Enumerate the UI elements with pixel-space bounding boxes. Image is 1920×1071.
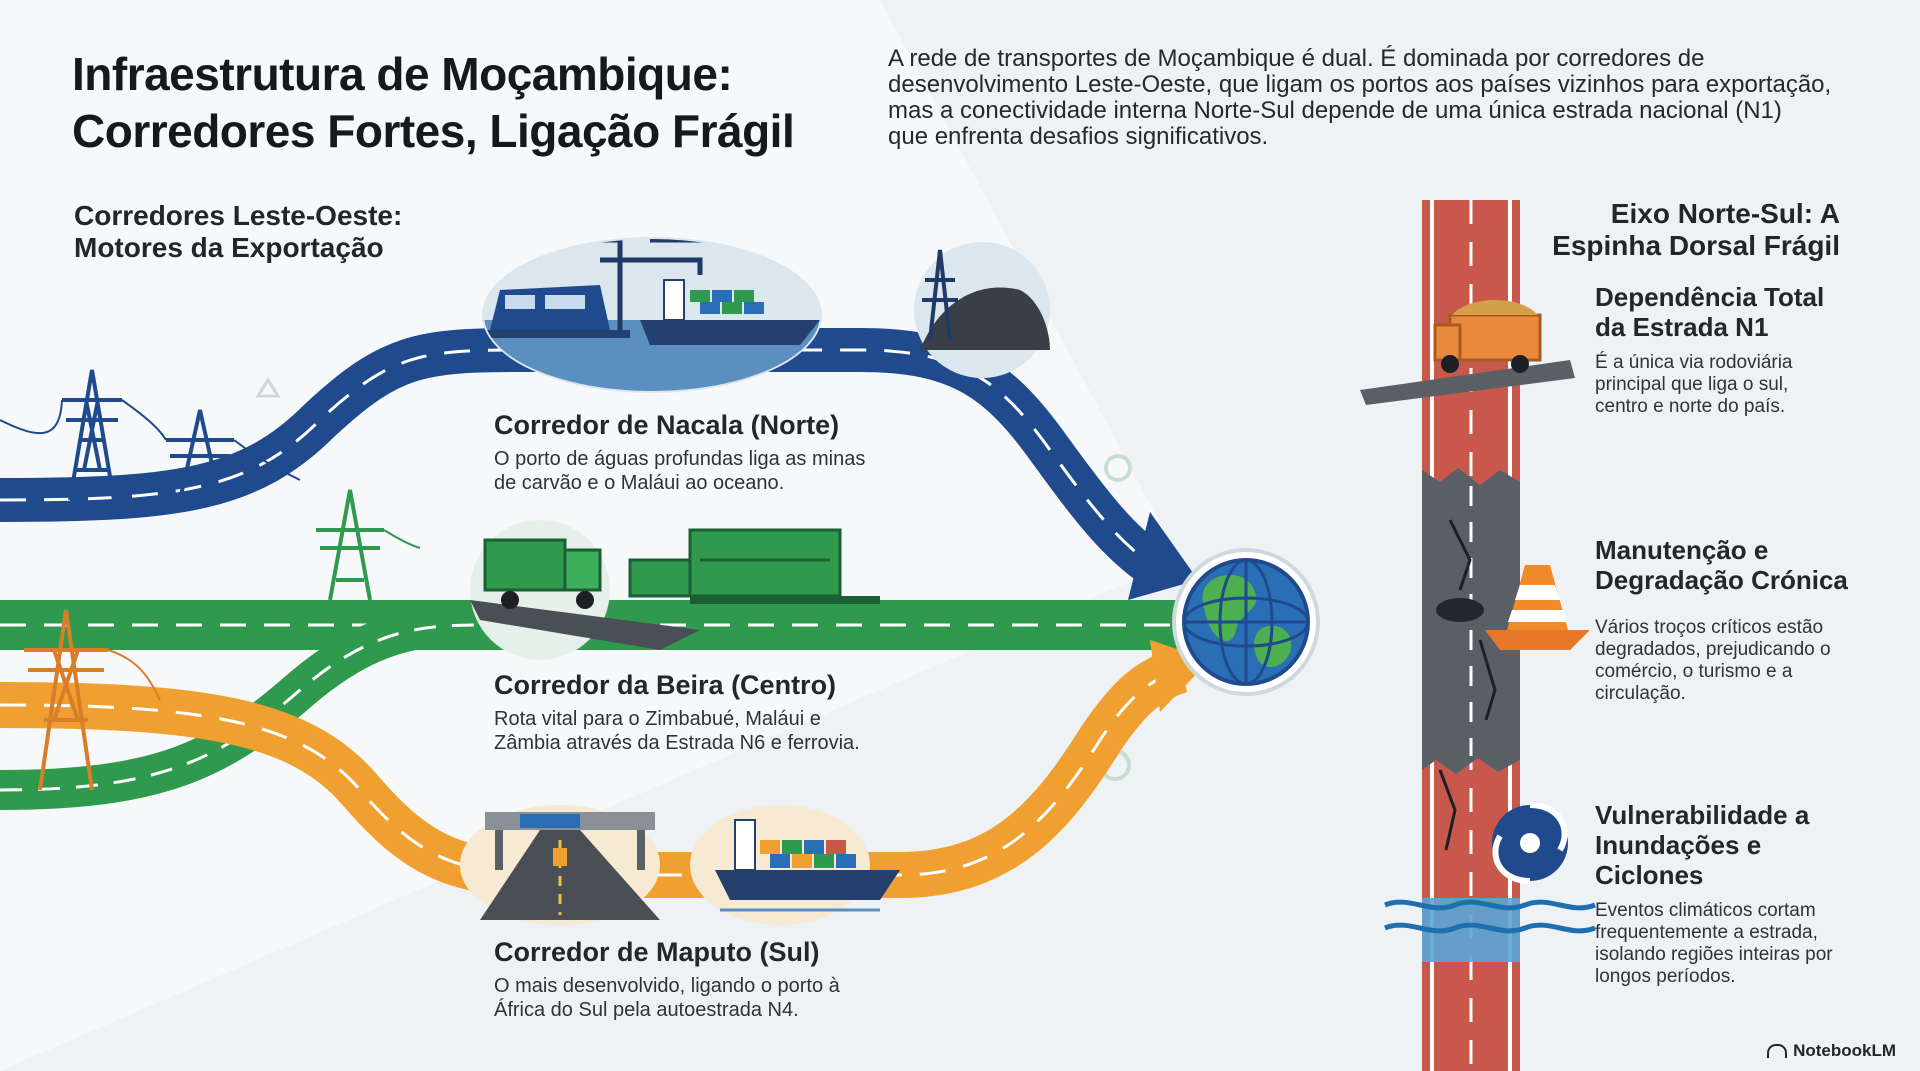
- maputo-ship-illustration: [690, 805, 900, 925]
- coal-mine-illustration: [914, 242, 1050, 378]
- section-title-line: Eixo Norte-Sul: A: [1610, 198, 1840, 229]
- item-title: Manutenção e Degradação Crónica: [1595, 535, 1895, 595]
- description-line: principal que liga o sul,: [1595, 374, 1789, 395]
- item-description: É a única via rodoviária principal que l…: [1595, 352, 1885, 418]
- brand-text: NotebookLM: [1793, 1041, 1896, 1060]
- description-line: de carvão e o Maláui ao oceano.: [494, 472, 785, 494]
- traffic-cone-icon: [1485, 565, 1590, 650]
- nacala-arrowhead: [1128, 512, 1198, 600]
- power-pylon-icon: [316, 489, 421, 601]
- corridor-nacala: Corredor de Nacala (Norte) O porto de ág…: [494, 410, 914, 495]
- intro-paragraph: A rede de transportes de Moçambique é du…: [888, 46, 1868, 150]
- corridor-name: Corredor de Maputo (Sul): [494, 937, 820, 967]
- item-title: Dependência Total da Estrada N1: [1595, 282, 1895, 342]
- item-title-line: Inundações e: [1595, 830, 1762, 860]
- maintenance-item: Manutenção e Degradação Crónica Vários t…: [1595, 535, 1895, 705]
- truck-icon: [1360, 300, 1575, 405]
- item-title-line: Dependência Total: [1595, 282, 1825, 312]
- globe-icon: [1172, 548, 1320, 696]
- decor-triangle: [255, 377, 281, 398]
- cyclone-icon: [1492, 802, 1568, 884]
- section-title-line: Corredores Leste-Oeste:: [74, 200, 403, 231]
- intro-line: A rede de transportes de Moçambique é du…: [888, 45, 1705, 72]
- maputo-highway-illustration: [460, 805, 660, 925]
- climate-vulnerability-item: Vulnerabilidade a Inundações e Ciclones …: [1595, 800, 1895, 988]
- n1-dependency-item: Dependência Total da Estrada N1 É a únic…: [1595, 282, 1895, 418]
- north-south-section-title: Eixo Norte-Sul: A Espinha Dorsal Frágil: [1500, 198, 1840, 262]
- description-line: Eventos climáticos cortam: [1595, 900, 1816, 921]
- description-line: circulação.: [1595, 683, 1686, 704]
- item-title: Vulnerabilidade a Inundações e Ciclones: [1595, 800, 1895, 890]
- description-line: O mais desenvolvido, ligando o porto à: [494, 975, 840, 997]
- item-title-line: Vulnerabilidade a: [1595, 800, 1810, 830]
- corridor-description: Rota vital para o Zimbabué, Maláui e Zâm…: [494, 707, 914, 755]
- nacala-corridor-path: [0, 328, 1198, 600]
- intro-line: mas a conectividade interna Norte-Sul de…: [888, 97, 1782, 124]
- description-line: degradados, prejudicando o: [1595, 639, 1831, 660]
- description-line: longos períodos.: [1595, 966, 1736, 987]
- title-line: Infraestrutura de Moçambique:: [72, 48, 733, 100]
- section-title-line: Espinha Dorsal Frágil: [1552, 230, 1840, 261]
- corridor-maputo: Corredor de Maputo (Sul) O mais desenvol…: [494, 937, 914, 1022]
- item-description: Vários troços críticos estão degradados,…: [1595, 617, 1885, 705]
- item-title-line: Degradação Crónica: [1595, 565, 1848, 595]
- beira-transport-illustration: [470, 520, 880, 660]
- description-line: centro e norte do país.: [1595, 396, 1786, 417]
- nacala-port-illustration: [482, 237, 822, 393]
- description-line: Zâmbia através da Estrada N6 e ferrovia.: [494, 732, 860, 754]
- corridor-description: O mais desenvolvido, ligando o porto à Á…: [494, 974, 914, 1022]
- description-line: O porto de águas profundas liga as minas: [494, 448, 866, 470]
- description-line: Rota vital para o Zimbabué, Maláui e: [494, 708, 821, 730]
- intro-line: desenvolvimento Leste-Oeste, que ligam o…: [888, 71, 1832, 98]
- description-line: É a única via rodoviária: [1595, 352, 1793, 373]
- description-line: comércio, o turismo e a: [1595, 661, 1793, 682]
- corridor-description: O porto de águas profundas liga as minas…: [494, 447, 914, 495]
- item-title-line: Manutenção e: [1595, 535, 1769, 565]
- corridor-name: Corredor de Nacala (Norte): [494, 410, 840, 440]
- item-title-line: da Estrada N1: [1595, 312, 1769, 342]
- notebooklm-logo-icon: [1767, 1044, 1788, 1058]
- description-line: frequentemente a estrada,: [1595, 922, 1818, 943]
- title-line: Corredores Fortes, Ligação Frágil: [72, 105, 795, 157]
- section-title-line: Motores da Exportação: [74, 232, 384, 263]
- east-west-section-title: Corredores Leste-Oeste: Motores da Expor…: [74, 200, 402, 264]
- item-title-line: Ciclones: [1595, 860, 1704, 890]
- brand-label: NotebookLM: [1767, 1041, 1896, 1061]
- decor-circle: [1104, 454, 1132, 482]
- page-title: Infraestrutura de Moçambique: Corredores…: [72, 46, 795, 160]
- description-line: África do Sul pela autoestrada N4.: [494, 999, 799, 1021]
- item-description: Eventos climáticos cortam frequentemente…: [1595, 900, 1885, 988]
- power-pylon-icon: [24, 609, 161, 791]
- description-line: Vários troços críticos estão: [1595, 617, 1824, 638]
- description-line: isolando regiões inteiras por: [1595, 944, 1833, 965]
- corridor-beira: Corredor da Beira (Centro) Rota vital pa…: [494, 670, 914, 755]
- power-pylon-icon: [0, 369, 301, 501]
- intro-line: que enfrenta desafios significativos.: [888, 123, 1269, 150]
- background-wedge: [0, 0, 1180, 1071]
- corridor-name: Corredor da Beira (Centro): [494, 670, 837, 700]
